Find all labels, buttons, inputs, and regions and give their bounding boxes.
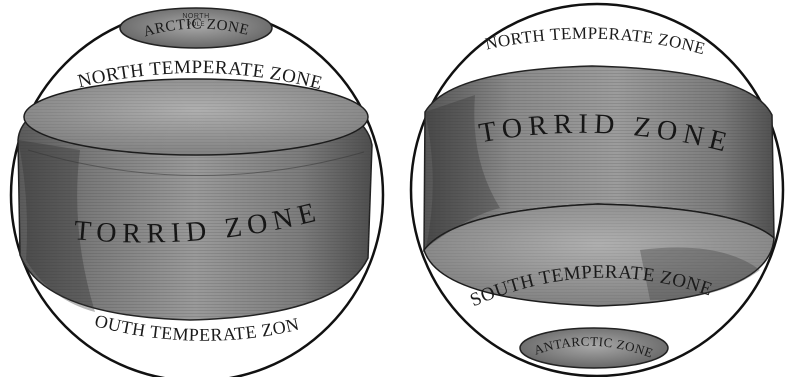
right-globe: ANTARCTIC ZONE NORTH TEMPERATE ZONE TORR… xyxy=(411,4,783,376)
left-globe: NORTH POLE ARCTIC ZONE NORTH TEMPERATE Z… xyxy=(0,0,383,377)
